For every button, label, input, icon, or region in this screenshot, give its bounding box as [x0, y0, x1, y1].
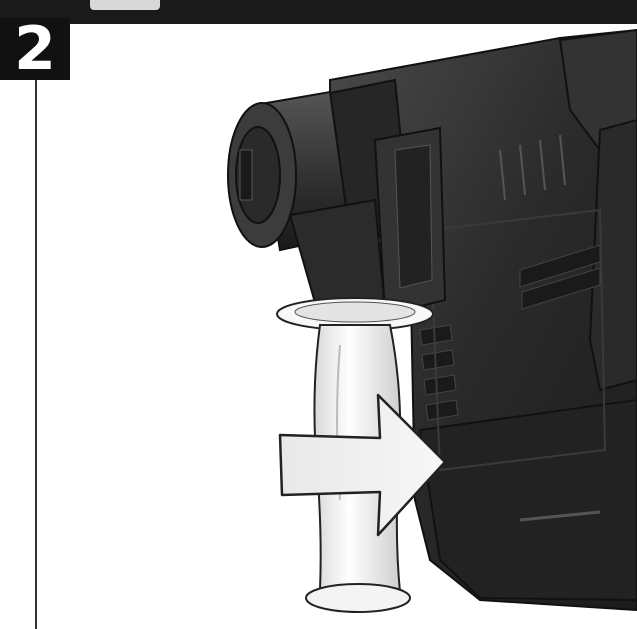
vent-slots: [419, 244, 601, 421]
handle-clamp: [288, 126, 447, 322]
step-number: 2: [14, 14, 56, 84]
step-badge: 2: [0, 18, 70, 80]
left-rule: [35, 80, 37, 629]
direction-arrow: [278, 393, 447, 537]
header-tab: [90, 0, 160, 10]
